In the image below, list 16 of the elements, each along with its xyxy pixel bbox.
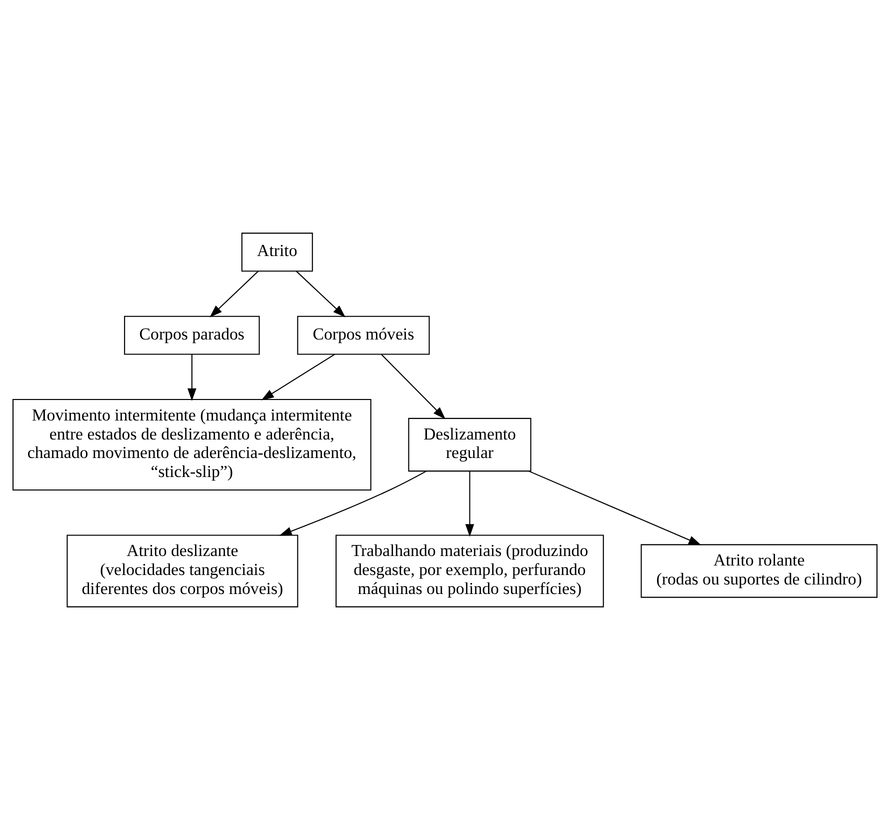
arrow bbox=[261, 354, 336, 400]
node-box: Corpos móveis bbox=[297, 316, 430, 355]
node-box: Atrito deslizante (velocidades tangenciais diferentes dos corpos móveis) bbox=[66, 534, 298, 608]
node-box: Deslizamento regular bbox=[408, 418, 532, 472]
arrow bbox=[279, 470, 427, 536]
arrow bbox=[210, 270, 259, 318]
arrow bbox=[188, 354, 196, 402]
arrow bbox=[296, 270, 346, 318]
node-box: Corpos parados bbox=[124, 316, 260, 355]
node-box: Atrito rolante (rodas ou suportes de cilindro) bbox=[640, 544, 878, 598]
arrow bbox=[381, 354, 446, 420]
node-box: Movimento intermitente (mudança intermitente entre estados de deslizamento e aderência, chamado movimento de aderência-deslizamento, “stick-slip”) bbox=[12, 398, 372, 490]
node-box: Trabalhando materiais (produzindo desgaste, por exemplo, perfurando máquinas ou polindo superfícies) bbox=[336, 534, 604, 608]
node-box: Atrito bbox=[241, 232, 313, 272]
arrow bbox=[528, 470, 702, 546]
arrow bbox=[465, 471, 474, 537]
